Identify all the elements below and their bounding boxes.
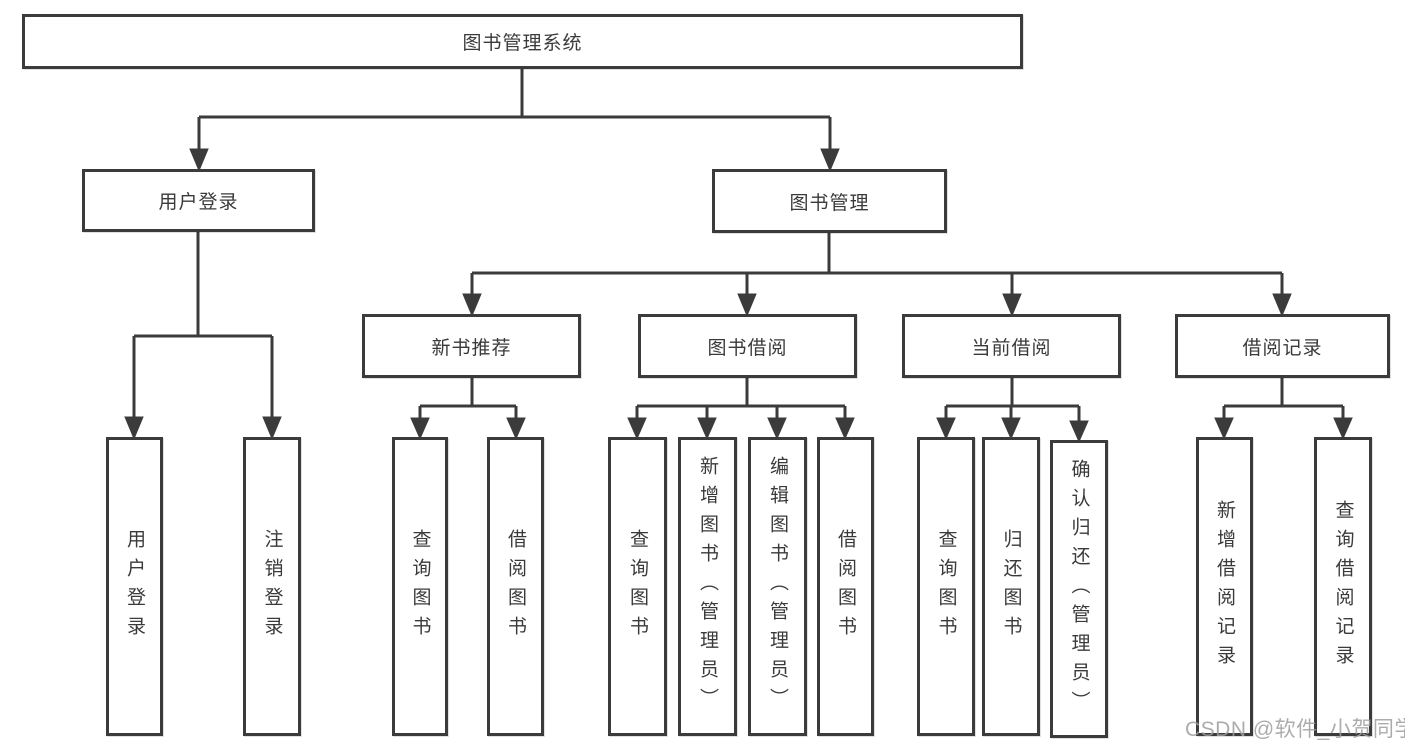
leaf-add-books-admin: 新增图书（管理员）: [678, 437, 737, 736]
arrowhead: [627, 417, 647, 440]
node-book-borrowing: 图书借阅: [638, 314, 857, 378]
leaf-query-books: 查询图书: [608, 437, 667, 736]
current-children-connector: [936, 377, 1089, 443]
node-label: 用户登录: [158, 192, 239, 213]
csdn-watermark: CSDN @软件_小贺同学: [1185, 718, 1405, 741]
node-label: 借阅图书: [835, 528, 856, 645]
node-label: 图书管理系统: [462, 33, 583, 54]
leaf-user-login: 用户登录: [106, 437, 163, 736]
leaf-logout: 注销登录: [243, 437, 301, 736]
records-children-connector: [1214, 377, 1353, 440]
node-label: 编辑图书（管理员）: [767, 456, 788, 717]
mgmt-to-level3-connector: [462, 233, 1292, 317]
arrowhead: [1069, 420, 1089, 443]
leaf-borrow-books: 借阅图书: [817, 437, 874, 736]
node-label: 查询借阅记录: [1332, 499, 1354, 674]
node-borrowing-records: 借阅记录: [1175, 314, 1390, 378]
arrowhead: [835, 417, 855, 440]
arrowhead: [462, 293, 482, 317]
arrowhead: [1002, 293, 1022, 317]
leaf-add-borrow-record: 新增借阅记录: [1196, 437, 1253, 736]
arrowhead: [124, 416, 144, 440]
arrowhead: [262, 416, 282, 440]
node-label: 用户登录: [124, 528, 145, 645]
arrowhead: [1272, 293, 1292, 317]
leaf-query-borrow-record: 查询借阅记录: [1314, 437, 1372, 736]
leaf-query-books: 查询图书: [392, 437, 448, 736]
arrowhead: [820, 148, 840, 172]
node-label: 查询图书: [935, 528, 957, 645]
node-label: 查询图书: [627, 528, 648, 645]
node-label: 查询图书: [409, 528, 431, 645]
arrowhead: [189, 148, 209, 172]
node-label: 新书推荐: [431, 337, 512, 359]
arrowhead: [1214, 417, 1234, 440]
node-book-management: 图书管理: [712, 169, 947, 233]
arrowhead: [506, 417, 526, 440]
leaf-edit-books-admin: 编辑图书（管理员）: [748, 437, 807, 736]
node-new-book-recommendation: 新书推荐: [362, 314, 581, 378]
arrowhead: [1333, 417, 1353, 440]
node-current-borrowing: 当前借阅: [902, 314, 1121, 378]
leaf-confirm-return-admin: 确认归还（管理员）: [1050, 440, 1108, 738]
node-label: 新增图书（管理员）: [697, 456, 718, 717]
arrowhead: [737, 293, 757, 317]
node-label: 图书管理: [789, 192, 870, 214]
node-label: 当前借阅: [971, 337, 1052, 359]
node-label: 借阅记录: [1242, 337, 1323, 359]
arrowhead: [767, 417, 787, 440]
login-children-connector: [124, 232, 282, 440]
arrowhead: [936, 417, 956, 440]
newrec-children-connector: [410, 377, 526, 440]
arrowhead: [1001, 417, 1021, 440]
node-library-system: 图书管理系统: [22, 14, 1023, 69]
node-label: 图书借阅: [707, 337, 788, 359]
arrowhead: [410, 417, 430, 440]
node-label: 借阅图书: [505, 528, 526, 645]
root-to-level2-connector: [189, 69, 840, 172]
borrow-children-connector: [627, 377, 855, 440]
leaf-return-books: 归还图书: [982, 437, 1040, 736]
node-label: 归还图书: [1000, 528, 1022, 645]
leaf-borrow-books: 借阅图书: [487, 437, 544, 736]
leaf-query-books: 查询图书: [917, 437, 975, 736]
node-label: 确认归还（管理员）: [1068, 458, 1090, 720]
node-label: 新增借阅记录: [1214, 499, 1235, 674]
arrowhead: [697, 417, 717, 440]
node-user-login: 用户登录: [82, 169, 315, 232]
node-label: 注销登录: [261, 528, 283, 645]
